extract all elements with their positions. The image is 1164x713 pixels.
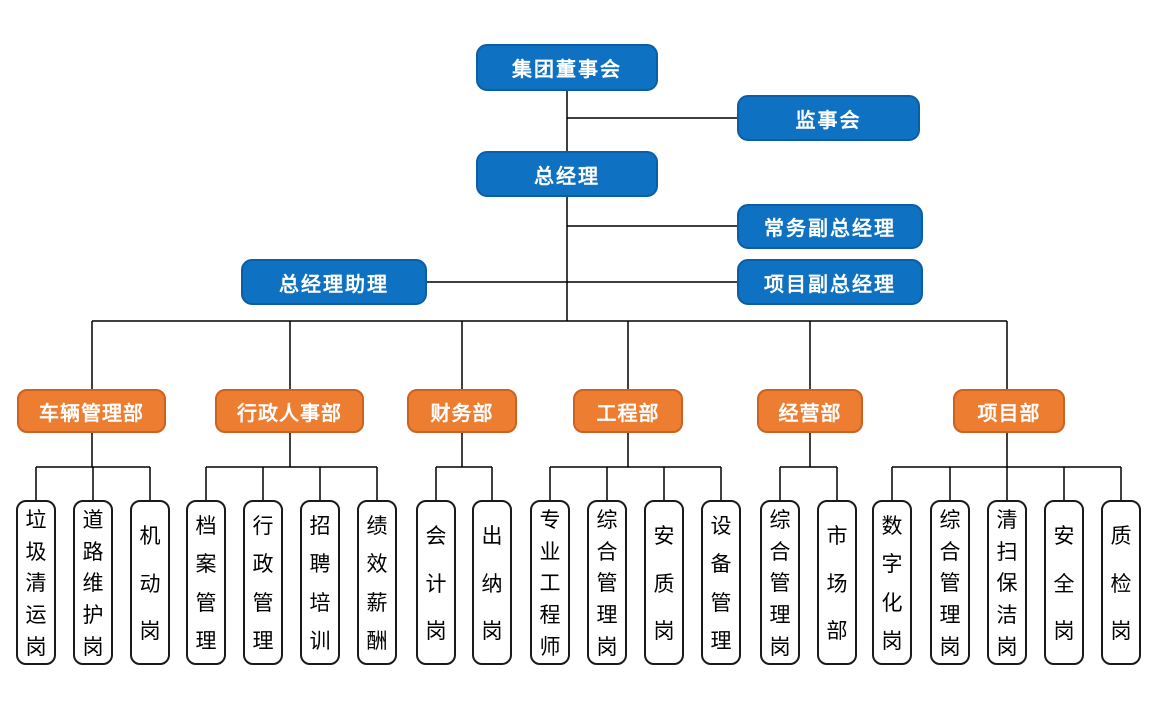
node-pos-archives-management: 档案管理 bbox=[186, 500, 226, 665]
position-label: 机动岗 bbox=[139, 523, 161, 644]
position-label: 行政管理 bbox=[252, 514, 274, 653]
node-project-deputy-gm: 项目副总经理 bbox=[737, 259, 923, 305]
node-supervisory-board: 监事会 bbox=[737, 95, 920, 141]
node-pos-market: 市场部 bbox=[817, 500, 857, 665]
node-pos-general-management-ops: 综合管理岗 bbox=[760, 500, 800, 665]
node-pos-digitalization: 数字化岗 bbox=[872, 500, 912, 665]
node-group-board: 集团董事会 bbox=[476, 44, 658, 91]
position-label: 综合管理岗 bbox=[939, 507, 961, 660]
position-label: 垃圾清运岗 bbox=[25, 507, 47, 660]
node-pos-equipment-management: 设备管理 bbox=[701, 500, 741, 665]
position-label: 安全岗 bbox=[1053, 523, 1075, 644]
node-pos-admin-management: 行政管理 bbox=[243, 500, 283, 665]
position-label: 数字化岗 bbox=[881, 514, 903, 653]
node-general-manager: 总经理 bbox=[476, 151, 658, 197]
position-label: 市场部 bbox=[826, 523, 848, 644]
node-dept-operations: 经营部 bbox=[757, 389, 863, 433]
node-pos-garbage-collection: 垃圾清运岗 bbox=[16, 500, 56, 665]
position-label: 质检岗 bbox=[1110, 523, 1132, 644]
position-label: 清扫保洁岗 bbox=[996, 507, 1018, 660]
position-label: 综合管理岗 bbox=[596, 507, 618, 660]
position-label: 安质岗 bbox=[653, 523, 675, 644]
position-label: 招聘培训 bbox=[309, 514, 331, 653]
node-pos-safety: 安全岗 bbox=[1044, 500, 1084, 665]
node-dept-project: 项目部 bbox=[953, 389, 1065, 433]
position-label: 设备管理 bbox=[710, 514, 732, 653]
node-gm-assistant: 总经理助理 bbox=[241, 259, 427, 305]
node-pos-road-maintenance: 道路维护岗 bbox=[73, 500, 113, 665]
node-pos-quality-inspection: 质检岗 bbox=[1101, 500, 1141, 665]
position-label: 档案管理 bbox=[195, 514, 217, 653]
node-pos-accounting: 会计岗 bbox=[416, 500, 456, 665]
position-label: 专业工程师 bbox=[539, 507, 561, 660]
position-label: 会计岗 bbox=[425, 523, 447, 644]
node-pos-recruitment-training: 招聘培训 bbox=[300, 500, 340, 665]
position-label: 综合管理岗 bbox=[769, 507, 791, 660]
node-pos-general-management-eng: 综合管理岗 bbox=[587, 500, 627, 665]
node-dept-vehicle-management: 车辆管理部 bbox=[17, 389, 166, 433]
node-pos-general-management-proj: 综合管理岗 bbox=[930, 500, 970, 665]
node-pos-cashier: 出纳岗 bbox=[472, 500, 512, 665]
node-dept-finance: 财务部 bbox=[407, 389, 517, 433]
node-dept-engineering: 工程部 bbox=[573, 389, 683, 433]
position-label: 道路维护岗 bbox=[82, 507, 104, 660]
node-executive-deputy-gm: 常务副总经理 bbox=[737, 204, 923, 249]
node-pos-mobile: 机动岗 bbox=[130, 500, 170, 665]
node-pos-safety-quality: 安质岗 bbox=[644, 500, 684, 665]
node-pos-performance-compensation: 绩效薪酬 bbox=[357, 500, 397, 665]
node-pos-cleaning: 清扫保洁岗 bbox=[987, 500, 1027, 665]
node-pos-professional-engineer: 专业工程师 bbox=[530, 500, 570, 665]
position-label: 出纳岗 bbox=[481, 523, 503, 644]
position-label: 绩效薪酬 bbox=[366, 514, 388, 653]
node-dept-admin-hr: 行政人事部 bbox=[215, 389, 364, 433]
